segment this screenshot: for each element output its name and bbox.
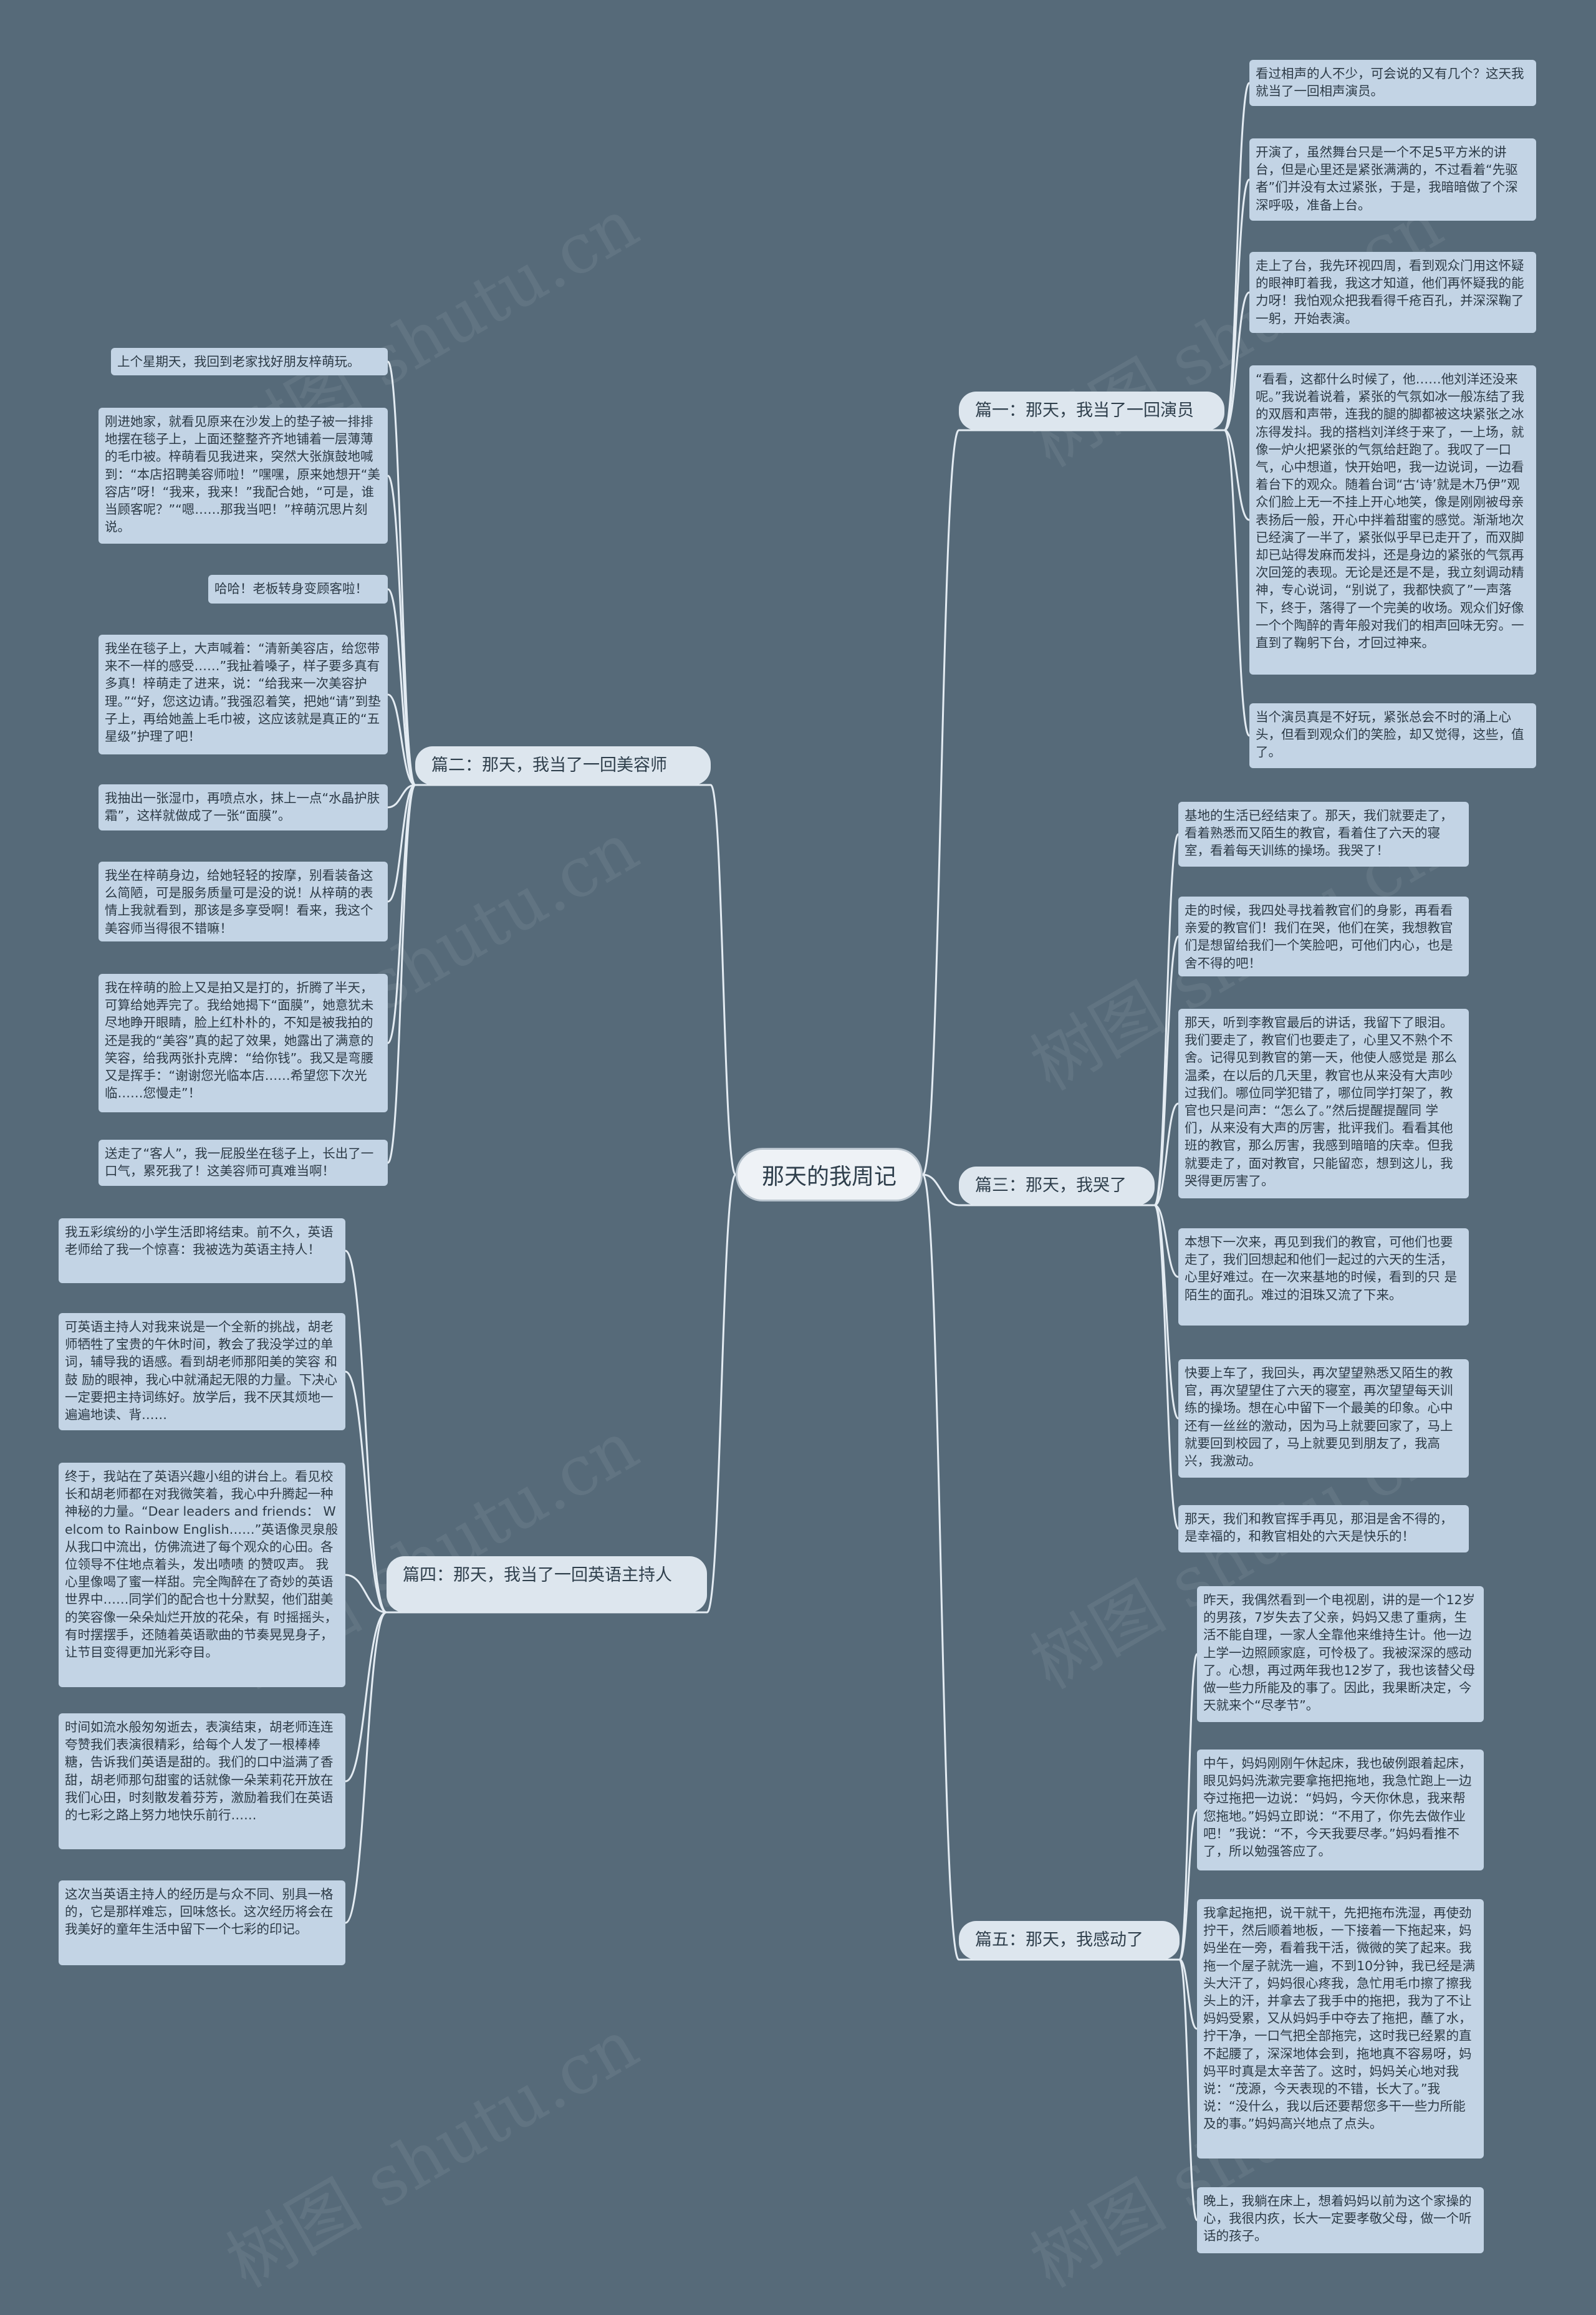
leaf-node: 快要上车了，我回头，再次望望熟悉又陌生的教官，再次望望住了六天的寝室，再次望望每…	[1178, 1359, 1469, 1478]
branch-to-leaf-connector	[345, 1611, 387, 1783]
leaf-node: 那天，听到李教官最后的讲话，我留下了眼泪。我们要走了，教官们也要走了，心里又不熟…	[1178, 1009, 1469, 1198]
leaf-node: 我拿起拖把，说干就干，先把拖布洗湿，再使劲拧干，然后顺着地板，一下接着一下拖起来…	[1197, 1899, 1484, 2159]
branch-node-5[interactable]: 篇五：那天，我感动了	[959, 1921, 1180, 1960]
branch-to-leaf-connector	[1179, 1958, 1198, 2030]
leaf-node: 送走了“客人”，我一屁股坐在毯子上，长出了一口气，累死我了！这美容师可真难当啊！	[99, 1140, 388, 1186]
branch-to-leaf-connector	[1178, 1653, 1198, 1961]
root-to-branch-connector	[921, 1173, 960, 1961]
leaf-node: 开演了，虽然舞台只是一个不足5平方米的讲台，但是心里还是紧张满满的，不过看着“先…	[1249, 138, 1536, 221]
leaf-node: 哈哈！老板转身变顾客啦！	[208, 575, 388, 604]
leaf-node: 走上了台，我先环视四周，看到观众门用这怀疑的眼神盯着我，我这才知道，他们再怀疑我…	[1249, 252, 1536, 333]
leaf-node: 中午，妈妈刚刚午休起床，我也破例跟着起床，眼见妈妈洗漱完要拿拖把拖地，我急忙跑上…	[1197, 1749, 1484, 1870]
root-to-branch-connector	[921, 429, 960, 1176]
branch-to-leaf-connector	[1154, 1102, 1179, 1206]
branch-node-4[interactable]: 篇四：那天，我当了一回英语主持人	[387, 1556, 707, 1612]
root-to-branch-connector	[922, 1173, 959, 1206]
branch-to-leaf-connector	[1224, 291, 1250, 431]
root-to-branch-connector	[706, 1173, 737, 1614]
leaf-node: 本想下一次来，再见到我们的教官，可他们也要走了，我们回想起和他们一起过的六天的生…	[1178, 1228, 1469, 1326]
branch-to-leaf-connector	[1223, 178, 1251, 431]
root-node[interactable]: 那天的我周记	[736, 1148, 923, 1201]
leaf-node: 时间如流水般匆匆逝去，表演结束，胡老师连连夸赞我们表演很精彩，给每个人发了一根棒…	[59, 1713, 345, 1849]
branch-to-leaf-connector	[387, 784, 416, 1164]
leaf-node: 那天，我们和教官挥手再见，那泪是舍不得的，是幸福的，和教官相处的六天是快乐的！	[1178, 1505, 1469, 1552]
branch-to-leaf-connector	[1224, 429, 1250, 521]
leaf-node: 当个演员真是不好玩，紧张总会不时的涌上心头，但看到观众们的笑脸，却又觉得，这些，…	[1249, 703, 1536, 768]
leaf-node: 我五彩缤纷的小学生活即将结束。前不久，英语老师给了我一个惊喜：我被选为英语主持人…	[59, 1218, 345, 1283]
leaf-node: 我在梓萌的脸上又是拍又是打的，折腾了半天，可算给她弄完了。我给她揭下“面膜”，她…	[99, 974, 388, 1112]
leaf-node: 可英语主持人对我来说是一个全新的挑战，胡老师牺牲了宝贵的午休时间，教会了我没学过…	[59, 1313, 345, 1430]
branch-to-leaf-connector	[387, 360, 416, 786]
leaf-node: 走的时候，我四处寻找着教官们的身影，再看看亲爱的教官们！我们在哭，他们在笑，我想…	[1178, 897, 1469, 976]
branch-to-leaf-connector	[345, 1249, 387, 1614]
branch-node-1[interactable]: 篇一：那天，我当了一回演员	[959, 392, 1224, 430]
branch-to-leaf-connector	[1154, 1204, 1179, 1278]
leaf-node: 看过相声的人不少，可会说的又有几个？这天我就当了一回相声演员。	[1249, 60, 1536, 106]
branch-to-leaf-connector	[1223, 82, 1251, 431]
leaf-node: 终于，我站在了英语兴趣小组的讲台上。看见校长和胡老师都在对我微笑着，我心中升腾起…	[59, 1463, 345, 1687]
branch-to-leaf-connector	[1178, 1809, 1198, 1961]
branch-to-leaf-connector	[345, 1370, 387, 1614]
leaf-node: 基地的生活已经结束了。那天，我们就要走了，看着熟悉而又陌生的教官，看着住了六天的…	[1178, 802, 1469, 867]
branch-node-2[interactable]: 篇二：那天，我当了一回美容师	[415, 746, 711, 785]
leaf-node: 上个星期天，我回到老家找好朋友梓萌玩。	[111, 348, 388, 375]
root-to-branch-connector	[709, 784, 737, 1176]
branch-to-leaf-connector	[345, 1611, 387, 1924]
branch-to-leaf-connector	[387, 784, 416, 903]
branch-to-leaf-connector	[1223, 429, 1251, 737]
leaf-node: 我坐在毯子上，大声喊着：“清新美容店，给您带来不一样的感受……”我扯着嗓子，样子…	[99, 635, 388, 754]
branch-to-leaf-connector	[1178, 1958, 1198, 2221]
branch-to-leaf-connector	[387, 784, 416, 1044]
leaf-node: 晚上，我躺在床上，想着妈妈以前为这个家操的心，我很内疚，长大一定要孝敬父母，做一…	[1197, 2187, 1484, 2253]
branch-to-leaf-connector	[387, 693, 416, 786]
branch-to-leaf-connector	[387, 784, 416, 809]
branch-to-leaf-connector	[1153, 935, 1180, 1206]
leaf-node: 刚进她家，就看见原来在沙发上的垫子被一排排地摆在毯子上，上面还整整齐齐地铺着一层…	[99, 408, 388, 544]
branch-to-leaf-connector	[1153, 1204, 1180, 1530]
branch-to-leaf-connector	[387, 588, 416, 786]
leaf-node: 这次当英语主持人的经历是与众不同、别具一格的，它是那样难忘，回味悠长。这次经历将…	[59, 1880, 345, 1965]
leaf-node: 我坐在梓萌身边，给她轻轻的按摩，别看装备这么简陋，可是服务质量可是没的说！从梓萌…	[99, 862, 388, 941]
branch-to-leaf-connector	[387, 474, 416, 786]
branch-to-leaf-connector	[345, 1574, 387, 1614]
leaf-node: “看看，这都什么时候了，他……他刘洋还没来呢。”我说着说着，紧张的气氛如冰一般冻…	[1249, 365, 1536, 675]
leaf-node: 昨天，我偶然看到一个电视剧，讲的是一个12岁的男孩，7岁失去了父亲，妈妈又患了重…	[1197, 1586, 1484, 1722]
branch-node-3[interactable]: 篇三：那天，我哭了	[959, 1167, 1155, 1205]
leaf-node: 我抽出一张湿巾，再喷点水，抹上一点“水晶护肤霜”，这样就做成了一张“面膜”。	[99, 784, 388, 830]
